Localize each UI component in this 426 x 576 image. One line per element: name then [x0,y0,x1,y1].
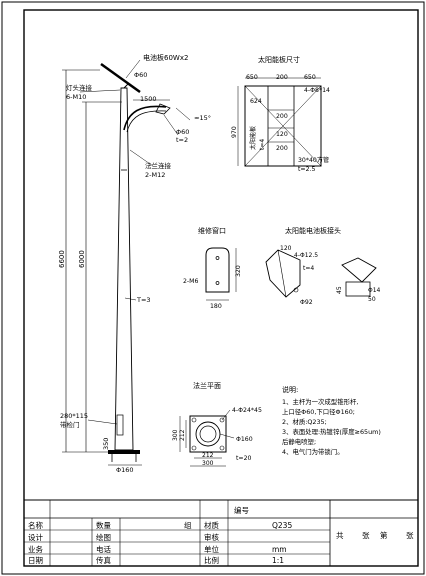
panel-frame-title: 太阳能板尺寸 [258,55,300,64]
panel-label: 太阳能板 [249,126,257,150]
tb-label-scale: 比例 [204,555,219,565]
pole-height-dim: 6000 [78,250,86,268]
panel-dim-left-1: 624 [250,98,262,105]
panel-size-dim: Φ60 [134,71,147,79]
bracket-diameter: Φ92 [300,299,313,306]
notes-heading: 说明: [282,385,298,394]
tb-value-scale: 1:1 [272,556,284,565]
pole-base-plate [108,450,140,454]
panel-label-t: t=4 [259,139,266,150]
arm-diameter: Φ60 [176,128,189,136]
panel-dim-mid-2: 120 [276,131,288,138]
bracket-dim-1: 120 [280,245,292,252]
panel-hole-note: 4-Φ8*14 [304,87,330,94]
flange-dim-left-1: 300 [172,429,179,441]
note-line: 2、材质:Q235; [282,417,327,426]
base-height-dim: 350 [102,438,110,450]
pole-elevation: 电池板60Wx2 Φ60 灯头连接 6-M10 1500 ≈15° Φ60 t=… [58,53,211,474]
tb-label-date: 日期 [28,556,43,565]
tb-sheets-total-label: 共 [336,531,344,540]
flange-dim-left-2: 212 [179,429,186,441]
panel-callout: 电池板60Wx2 [143,53,188,62]
note-line: 后静电喷塑; [282,437,316,446]
tb-label-design: 设计 [28,532,43,542]
bracket-title: 太阳能电池板接头 [285,226,341,235]
bracket-detail: 太阳能电池板接头 120 4-Φ12.5 t=4 Φ92 45 Φ14 50 [265,226,381,306]
flange-dim-bottom-2: 300 [202,460,214,467]
tb-label-name: 名称 [28,520,43,530]
flange-title: 法兰平面 [193,381,221,390]
lamp-callout-2: 6-M10 [66,93,86,101]
tb-label-fax: 传真 [96,555,111,565]
title-block: 编号 名称 数量 组 材质 Q235 设计 绘图 审核 业务 电话 单位 mm … [23,499,419,567]
bracket-dim-5: 50 [368,296,376,303]
tb-label-unit: 单位 [204,544,219,554]
flange-holes: 4-Φ24*45 [232,407,262,414]
flange-connect-label: 法兰连接 [145,161,172,170]
tb-label-review: 审核 [204,532,219,542]
door-height: 320 [235,265,242,277]
bracket-hole: 4-Φ12.5 [294,252,318,259]
door-label: 带检门 [60,420,80,429]
tb-sheet-no-label: 第 [380,530,388,540]
panel-dim-mid-3: 200 [276,145,288,152]
tb-value-qty: 组 [184,520,192,530]
panel-dim-mid-1: 200 [276,113,288,120]
panel-frame-outline [244,85,322,167]
panel-dim-top-2: 200 [276,74,288,81]
door-width: 180 [210,303,222,310]
panel-dim-top-3: 650 [304,74,316,81]
panel-dim-top-1: 650 [246,74,258,81]
pole-thickness: T=3 [136,296,151,304]
flange-connect-bolts: 2-M12 [145,171,165,179]
tb-sheets-total-unit: 张 [362,531,370,540]
flange-center-ring [195,421,221,447]
tb-label-business: 业务 [28,544,43,554]
panel-side-note-2: t=2.5 [298,166,316,173]
tb-value-unit: mm [272,545,287,554]
total-height-dim: 6600 [58,250,66,268]
door-detail: 维修窗口 2-M6 320 180 [183,226,242,310]
lamp-callout-1: 灯头连接 [66,83,93,92]
tb-sheet-no-unit: 张 [406,531,414,540]
flange-thickness: t=20 [236,455,252,462]
panel-bracket-shape [117,75,129,89]
base-diameter: Φ160 [116,466,134,474]
arm-angle: ≈15° [194,114,211,122]
panel-side-note-1: 30*40方管 [298,156,329,164]
tb-label-qty: 数量 [96,520,111,530]
pole-shaft [114,87,134,451]
note-line: 上口径Φ60,下口径Φ160; [282,407,355,416]
lamp-arm [123,105,167,131]
door-outline [205,247,230,293]
arm-length-dim: 1500 [140,95,157,103]
tb-label-draw: 绘图 [96,532,111,542]
door-hole-note: 2-M6 [183,278,199,285]
arm-thickness: t=2 [176,136,188,144]
drawing-number-label: 编号 [234,505,249,515]
bracket-dim-3: 45 [336,286,343,294]
tb-value-material: Q235 [272,521,292,530]
flange-dim-bottom-1: 212 [202,452,214,459]
panel-dim-height: 970 [231,126,238,138]
flange-diameter: Φ160 [236,436,253,443]
door-size: 280*115 [60,412,88,420]
tb-label-material: 材质 [204,520,219,530]
bracket-dim-2: t=4 [303,265,314,272]
bracket-dim-4: Φ14 [368,287,381,294]
pole-door [116,414,124,436]
flange-plan: 法兰平面 4-Φ24*45 300 212 212 300 Φ160 t=20 [172,381,262,467]
tb-label-phone: 电话 [96,544,111,554]
door-detail-title: 维修窗口 [198,226,226,235]
notes-block: 说明: 1、主杆为一次成型锥形杆, 上口径Φ60,下口径Φ160; 2、材质:Q… [282,385,381,456]
note-line: 4、电气门为带锁门。 [282,447,344,456]
panel-frame-detail: 太阳能板尺寸 650 200 650 4-Φ8*14 624 200 120 2… [231,55,330,173]
note-line: 1、主杆为一次成型锥形杆, [282,397,358,406]
lamp-head [155,103,171,115]
bracket-side-shape [341,257,377,283]
note-line: 3、表面处理:热镀锌(厚度≥65um) [282,427,381,436]
flange-plate [189,415,227,453]
